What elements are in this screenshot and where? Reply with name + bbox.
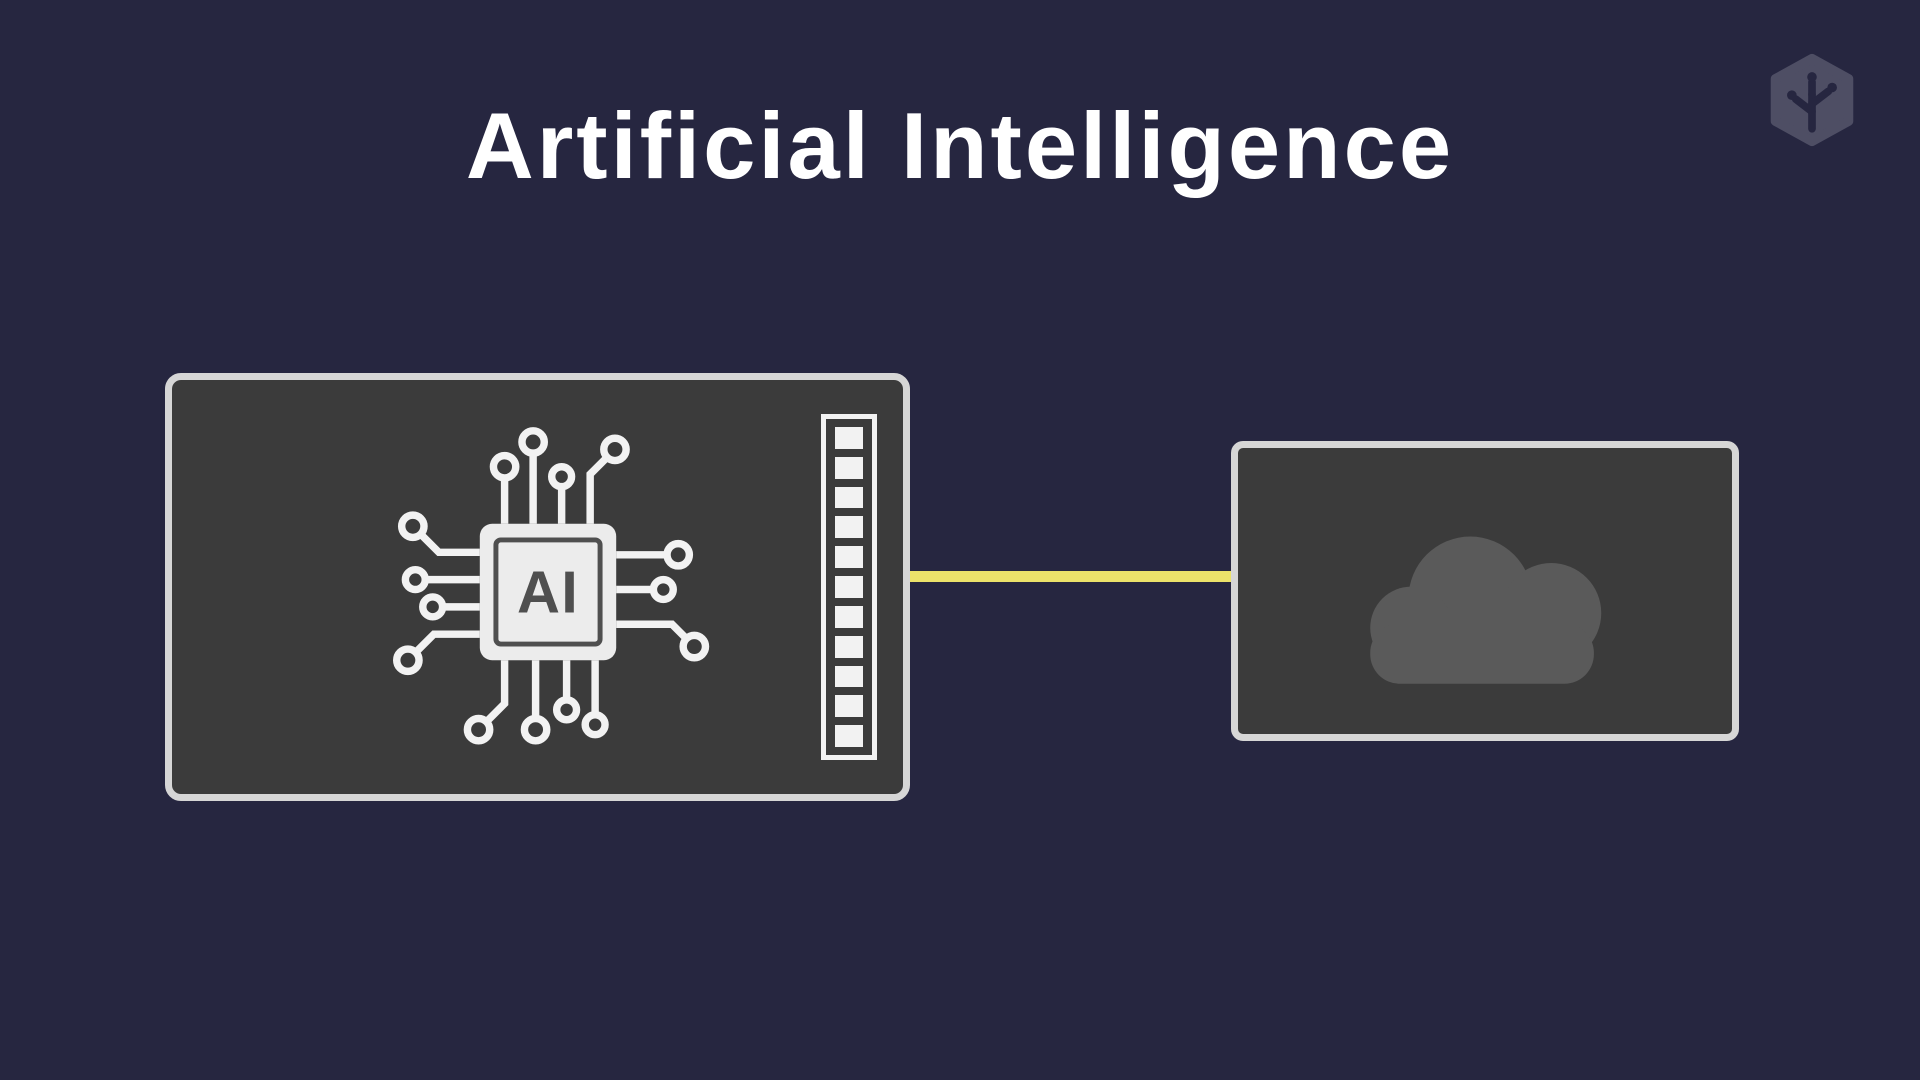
connector-segment bbox=[835, 635, 863, 658]
chip-inner-frame bbox=[493, 537, 603, 647]
connector-segment bbox=[835, 486, 863, 509]
cloud-icon bbox=[1370, 536, 1602, 684]
chip-label: AI bbox=[517, 559, 579, 626]
connector-segment bbox=[835, 427, 863, 449]
brand-logo-icon bbox=[1764, 52, 1860, 148]
connection-line bbox=[903, 571, 1243, 582]
connector-segment bbox=[835, 725, 863, 747]
chip-traces bbox=[393, 427, 710, 745]
connector-segment bbox=[835, 456, 863, 479]
ai-chip-icon: AI bbox=[393, 427, 710, 745]
hexagon-tree-logo-svg bbox=[1770, 53, 1854, 147]
connector-segment bbox=[835, 546, 863, 569]
connector-segment bbox=[835, 605, 863, 628]
connector-segment bbox=[835, 516, 863, 539]
cloud-panel bbox=[1231, 441, 1739, 741]
connector-strip bbox=[821, 414, 877, 760]
tree-glyph bbox=[1791, 77, 1833, 133]
connector-segment bbox=[835, 695, 863, 718]
page-title: Artificial Intelligence bbox=[465, 93, 1455, 198]
connector-segment bbox=[835, 576, 863, 598]
ai-device-panel: AI bbox=[165, 373, 910, 801]
chip-body bbox=[479, 523, 617, 661]
connector-segment bbox=[835, 665, 863, 688]
